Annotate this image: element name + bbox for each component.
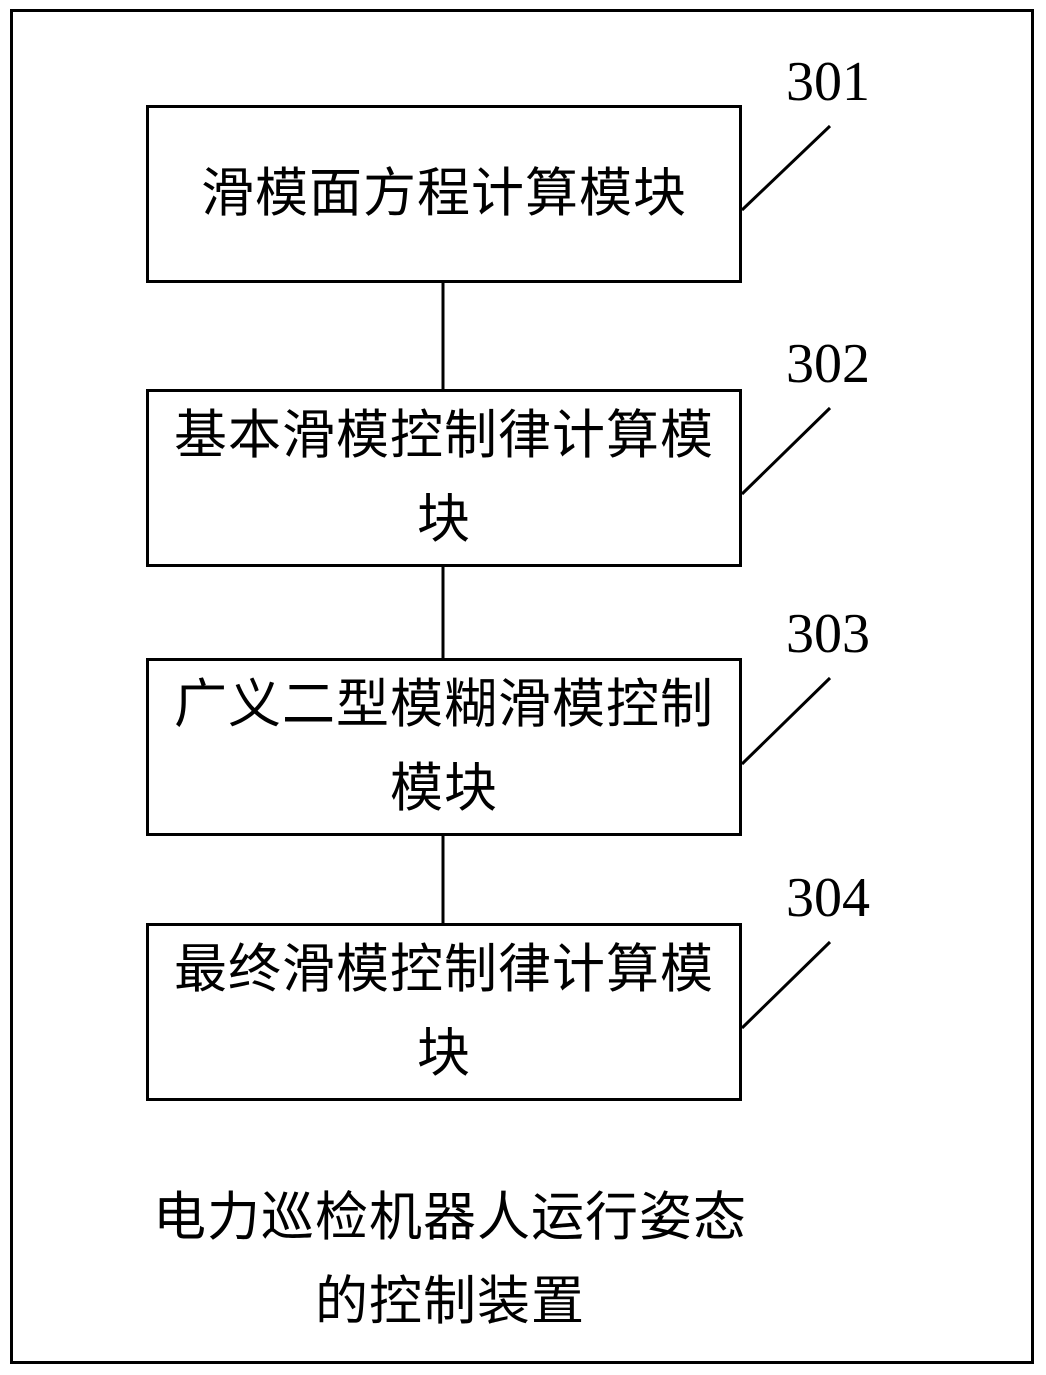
- module-box-302: 基本滑模控制律计算模块: [146, 389, 742, 567]
- ref-number-302: 302: [786, 333, 870, 395]
- module-label-304: 最终滑模控制律计算模块: [174, 939, 714, 1084]
- ref-number-304: 304: [786, 867, 870, 929]
- device-title: 电力巡检机器人运行姿态的控制装置: [153, 1187, 747, 1332]
- module-box-301: 滑模面方程计算模块: [146, 105, 742, 283]
- module-label-302: 基本滑模控制律计算模块: [174, 405, 714, 550]
- module-box-304: 最终滑模控制律计算模块: [146, 923, 742, 1101]
- ref-number-301: 301: [786, 51, 870, 113]
- device-frame: [10, 9, 1034, 1364]
- ref-number-303: 303: [786, 603, 870, 665]
- module-label-303: 广义二型模糊滑模控制模块: [174, 674, 714, 819]
- module-box-303: 广义二型模糊滑模控制模块: [146, 658, 742, 836]
- module-label-301: 滑模面方程计算模块: [201, 163, 687, 224]
